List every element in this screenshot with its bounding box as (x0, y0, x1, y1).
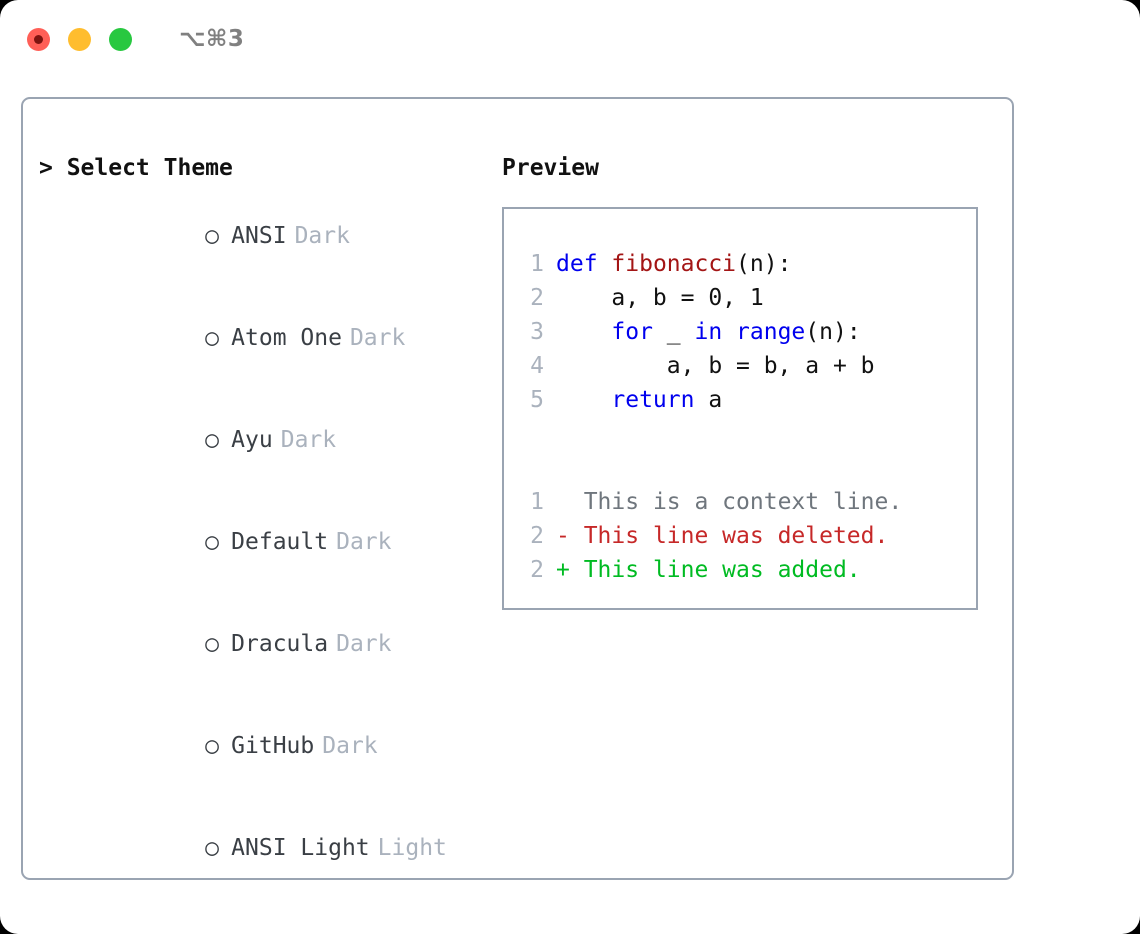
code-token: return (611, 387, 695, 413)
code-line: 4 a, b = b, a + b (520, 349, 976, 383)
code-token: range (736, 319, 806, 345)
list-item[interactable]: ○ ANSI Dark (39, 185, 489, 287)
code-token: a (694, 387, 723, 413)
radio-icon[interactable]: ○ (205, 733, 220, 759)
radio-icon[interactable]: ○ (205, 427, 220, 453)
theme-category-tag: Dark (294, 223, 350, 249)
diff-line-context: 1 This is a context line. (520, 485, 976, 519)
code-blank-line (520, 417, 976, 451)
keyboard-shortcut-label: ⌥⌘3 (179, 26, 245, 52)
theme-category-tag: Dark (336, 631, 392, 657)
code-token: in (694, 319, 723, 345)
theme-name: Ayu (231, 427, 273, 453)
code-token: def (556, 251, 598, 277)
code-line: 3 for _ in range(n): (520, 315, 976, 349)
line-number: 2 (530, 523, 544, 549)
theme-name: Dracula (231, 631, 329, 657)
code-token: (n): (805, 319, 861, 345)
code-line: 2 a, b = 0, 1 (520, 281, 976, 315)
line-number: 1 (530, 251, 544, 277)
diff-text: This line was deleted. (583, 523, 889, 549)
diff-sign: - (556, 523, 584, 549)
radio-icon[interactable]: ○ (205, 529, 220, 555)
theme-category-tag: Dark (349, 325, 406, 351)
diff-text: This line was added. (583, 557, 861, 583)
theme-name: Default (231, 529, 329, 555)
list-item[interactable]: ○ ANSI Light Light (39, 797, 489, 899)
code-blank-line (520, 451, 976, 485)
code-token: fibonacci (611, 251, 737, 277)
code-token: a, b = 0, 1 (611, 285, 764, 311)
line-number: 1 (530, 489, 544, 515)
list-item[interactable]: ○ Ayu Dark (39, 389, 489, 491)
code-token (722, 319, 736, 345)
theme-category-tag: Dark (280, 427, 337, 453)
zoom-button-icon[interactable] (109, 27, 132, 51)
minimize-button-icon[interactable] (68, 27, 91, 51)
code-indent (556, 319, 611, 345)
line-number: 4 (530, 353, 544, 379)
code-token (598, 251, 612, 277)
code-indent (556, 353, 667, 379)
diff-line-deleted: 2- This line was deleted. (520, 519, 976, 553)
line-number: 5 (530, 387, 544, 413)
diff-sign: + (556, 557, 584, 583)
code-indent (556, 285, 611, 311)
radio-icon[interactable]: ○ (205, 223, 220, 249)
theme-name: Atom One (231, 325, 342, 351)
theme-category-tag: Light (377, 835, 447, 861)
theme-category-tag: Dark (336, 529, 392, 555)
code-token: for (611, 319, 653, 345)
code-indent (556, 387, 611, 413)
code-token: (n): (736, 251, 792, 277)
diff-line-added: 2 + This line was added. (520, 553, 976, 587)
theme-name: ANSI Light (231, 835, 370, 861)
title-bar: ⌥⌘3 (0, 0, 1140, 78)
code-token: a, b = b, a + b (666, 353, 875, 379)
select-theme-header: > Select Theme (39, 155, 233, 181)
line-number: 3 (530, 319, 544, 345)
line-number: 2 (530, 285, 544, 311)
list-item[interactable]: ○ Dracula Dark (39, 593, 489, 695)
code-line: 5 return a (520, 383, 976, 417)
theme-category-tag: Dark (322, 733, 378, 759)
list-item[interactable]: ○ GitHub Dark (39, 695, 489, 797)
radio-icon[interactable]: ○ (205, 631, 220, 657)
list-item[interactable]: ○ Default Dark (39, 491, 489, 593)
radio-icon[interactable]: ○ (205, 835, 220, 861)
list-item[interactable]: ○ Atom One Dark (39, 287, 489, 389)
theme-name: ANSI (231, 223, 287, 249)
code-line: 1 def fibonacci(n): (520, 247, 976, 281)
theme-name: GitHub (231, 733, 315, 759)
traffic-lights (27, 27, 132, 51)
diff-text: This is a context line. (583, 489, 903, 515)
preview-header: Preview (502, 155, 599, 181)
close-button-icon[interactable] (27, 27, 50, 51)
line-number: 2 (530, 557, 544, 583)
code-token: _ (652, 319, 695, 345)
radio-icon[interactable]: ○ (205, 325, 220, 351)
diff-sign (556, 489, 584, 515)
